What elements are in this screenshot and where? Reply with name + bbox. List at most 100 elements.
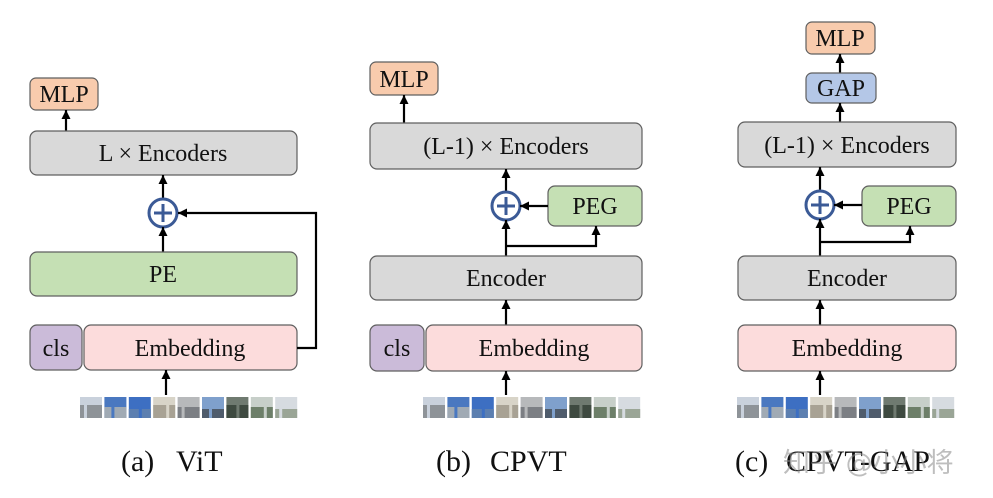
- image-patch-ground: [618, 409, 641, 418]
- image-patch-ground: [80, 405, 102, 418]
- image-patch-icon: [80, 397, 102, 418]
- image-patch-icon: [785, 397, 808, 418]
- cls-label: cls: [384, 336, 411, 362]
- image-patch-icon: [423, 397, 445, 418]
- image-patch-ground: [834, 407, 857, 418]
- encoders-box: [737, 121, 957, 168]
- image-patch-strip: [80, 397, 298, 418]
- caption-name: CPVT: [490, 445, 567, 478]
- image-patch-detail: [524, 404, 528, 418]
- image-patch-ground: [810, 405, 833, 418]
- image-patch-icon: [128, 397, 151, 418]
- image-patch-detail: [509, 402, 513, 418]
- image-patch-icon: [202, 397, 224, 418]
- arrow-embedding-skip-to-add: [178, 208, 318, 350]
- image-patch-detail: [838, 404, 842, 418]
- image-patch-icon: [932, 397, 955, 418]
- image-patch-detail: [84, 402, 87, 418]
- caption-label: (c): [735, 445, 768, 478]
- image-patch-detail: [606, 404, 610, 418]
- embedding-box: [425, 324, 643, 372]
- image-patch-detail: [181, 404, 185, 418]
- image-patch-ground: [545, 409, 567, 418]
- image-patch-icon: [618, 397, 641, 418]
- image-patch-detail: [893, 402, 897, 418]
- mlp-label: MLP: [379, 67, 428, 93]
- panel-cpvt-gap: MLP GAP (L-1) × Encoders PEG Encoder Emb…: [735, 21, 957, 479]
- image-patch-ground: [859, 409, 881, 418]
- image-patch-icon: [177, 397, 200, 418]
- pe-label: PE: [149, 262, 177, 288]
- image-patch-detail: [481, 406, 485, 418]
- image-patch-detail: [920, 404, 924, 418]
- encoders-label: (L-1) × Encoders: [764, 133, 929, 159]
- mlp-label: MLP: [39, 82, 88, 108]
- encoder-label: Encoder: [807, 266, 887, 292]
- encoder-label: Encoder: [466, 266, 546, 292]
- caption-name: CPVT-GAP: [786, 445, 930, 478]
- image-patch-icon: [471, 397, 494, 418]
- image-patch-detail: [795, 406, 799, 418]
- plus-circle-icon: [147, 197, 179, 229]
- arrow-encoder-to-peg: [506, 226, 601, 248]
- image-patch-ground: [177, 407, 200, 418]
- image-patch-icon: [859, 397, 881, 418]
- image-patch-ground: [153, 405, 176, 418]
- gap-label: GAP: [817, 76, 865, 102]
- image-patch-ground: [520, 407, 543, 418]
- cls-box: [369, 324, 425, 372]
- image-patch-icon: [545, 397, 567, 418]
- image-patch-detail: [622, 406, 626, 418]
- encoder-box: [737, 255, 957, 301]
- image-patch-strip: [737, 397, 955, 418]
- image-patch-icon: [447, 397, 470, 418]
- image-patch-detail: [741, 402, 744, 418]
- plus-circle-icon: [804, 189, 836, 221]
- image-patch-icon: [520, 397, 543, 418]
- cls-box: [29, 324, 83, 371]
- peg-label: PEG: [572, 194, 617, 220]
- image-patch-detail: [768, 404, 772, 418]
- image-patch-ground: [447, 407, 470, 418]
- image-patch-ground: [593, 407, 616, 418]
- image-patch-detail: [823, 402, 827, 418]
- image-patch-ground: [737, 405, 759, 418]
- panel-cpvt: MLP (L-1) × Encoders PEG Encoder cls Emb…: [369, 61, 643, 478]
- image-patch-icon: [104, 397, 127, 418]
- image-patch-detail: [866, 406, 869, 418]
- panel-vit: MLP L × Encoders PE cls Embedding (a) Vi…: [29, 77, 318, 478]
- image-patch-icon: [834, 397, 857, 418]
- image-patch-ground: [907, 407, 930, 418]
- image-patch-strip: [423, 397, 641, 418]
- image-patch-icon: [226, 397, 249, 418]
- image-patch-ground: [275, 409, 298, 418]
- image-patch-ground: [932, 409, 955, 418]
- image-patch-icon: [275, 397, 298, 418]
- image-patch-icon: [737, 397, 759, 418]
- image-patch-ground: [761, 407, 784, 418]
- image-patch-ground: [250, 407, 273, 418]
- caption-label: (a): [121, 445, 154, 478]
- watermark: 知乎 @小小将: [783, 448, 954, 479]
- arrow-encoder-to-peg: [820, 226, 915, 244]
- image-patch-detail: [209, 406, 212, 418]
- image-patch-detail: [166, 402, 170, 418]
- caption-label: (b): [436, 445, 471, 478]
- image-patch-icon: [883, 397, 906, 418]
- image-patch-detail: [236, 402, 240, 418]
- image-patch-detail: [454, 404, 458, 418]
- image-patch-ground: [202, 409, 224, 418]
- encoders-label: (L-1) × Encoders: [423, 134, 588, 160]
- caption-name: ViT: [176, 445, 223, 478]
- image-patch-detail: [279, 406, 283, 418]
- encoders-label: L × Encoders: [99, 141, 228, 167]
- image-patch-detail: [427, 402, 430, 418]
- image-patch-icon: [569, 397, 592, 418]
- image-patch-detail: [111, 404, 115, 418]
- cls-label: cls: [43, 336, 70, 362]
- embedding-label: Embedding: [135, 336, 246, 362]
- embedding-label: Embedding: [792, 336, 903, 362]
- embedding-label: Embedding: [479, 336, 590, 362]
- image-patch-ground: [104, 407, 127, 418]
